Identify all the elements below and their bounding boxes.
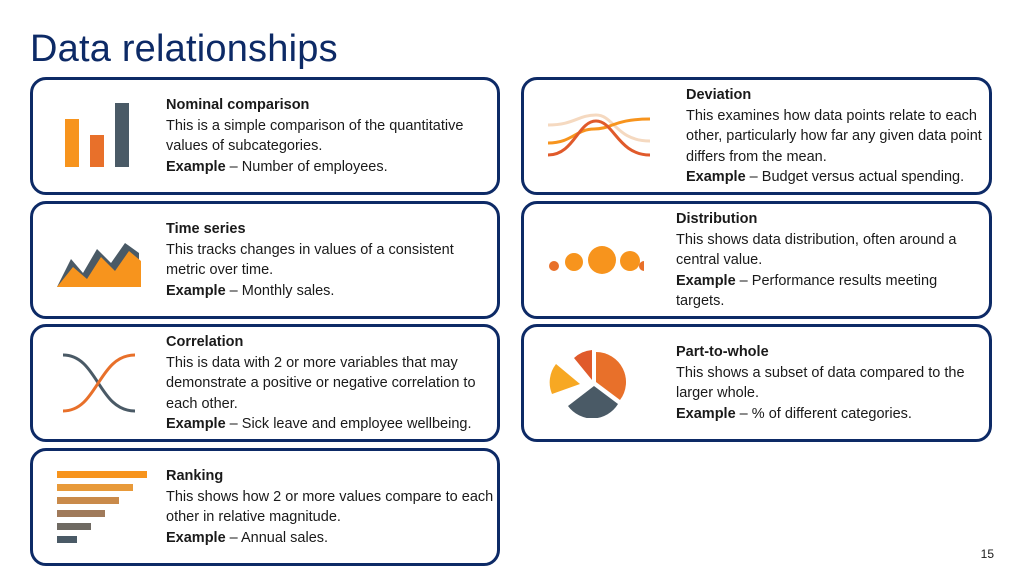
card-name: Distribution xyxy=(676,210,758,227)
card-description: This tracks changes in values of a consi… xyxy=(166,241,454,279)
card-text: Deviation This examines how data points … xyxy=(686,85,991,188)
card-description: This examines how data points relate to … xyxy=(686,107,982,165)
card-text: Time series This tracks changes in value… xyxy=(166,219,496,301)
example-label: Example xyxy=(676,272,736,289)
example-label: Example xyxy=(686,168,746,185)
card-text: Ranking This shows how 2 or more values … xyxy=(166,466,496,548)
card-description: This is a simple comparison of the quant… xyxy=(166,117,464,155)
card-name: Time series xyxy=(166,221,246,237)
example-text: – % of different categories. xyxy=(735,405,912,422)
card-part-to-whole: Part-to-whole This shows a subset of dat… xyxy=(521,324,992,442)
card-description: This is data with 2 or more variables th… xyxy=(166,354,476,412)
wave-lines-icon xyxy=(547,113,651,157)
card-example: Example – Budget versus actual spending. xyxy=(686,169,964,185)
bar-chart-icon xyxy=(65,103,129,167)
crossing-curves-icon xyxy=(62,353,136,413)
card-name: Part-to-whole xyxy=(676,344,769,360)
card-deviation: Deviation This examines how data points … xyxy=(521,77,992,195)
card-description: This shows how 2 or more values compare … xyxy=(166,488,494,526)
page-title: Data relationships xyxy=(30,28,338,70)
dot-distribution-icon xyxy=(549,246,644,274)
example-text: – Monthly sales. xyxy=(225,282,335,299)
example-text: – Annual sales. xyxy=(225,529,329,546)
exploded-pie-icon xyxy=(549,350,626,418)
card-example: Example – Performance results meeting ta… xyxy=(676,272,937,309)
card-name: Deviation xyxy=(686,86,752,103)
example-label: Example xyxy=(166,415,226,432)
card-description: This shows data distribution, often arou… xyxy=(676,231,957,268)
example-label: Example xyxy=(166,529,226,546)
card-nominal-comparison: Nominal comparison This is a simple comp… xyxy=(30,77,500,195)
card-ranking: Ranking This shows how 2 or more values … xyxy=(30,448,500,566)
ranked-bars-icon xyxy=(57,471,147,543)
card-distribution: Distribution This shows data distributio… xyxy=(521,201,992,319)
card-description: This shows a subset of data compared to … xyxy=(676,364,965,402)
example-text: – Budget versus actual spending. xyxy=(745,168,965,185)
card-example: Example – Number of employees. xyxy=(166,159,388,175)
card-name: Nominal comparison xyxy=(166,97,310,113)
page-number: 15 xyxy=(980,547,994,561)
card-text: Part-to-whole This shows a subset of dat… xyxy=(676,342,981,424)
card-name: Correlation xyxy=(166,333,244,350)
card-text: Nominal comparison This is a simple comp… xyxy=(166,95,496,177)
card-example: Example – % of different categories. xyxy=(676,406,912,422)
card-text: Correlation This is data with 2 or more … xyxy=(166,332,496,435)
card-time-series: Time series This tracks changes in value… xyxy=(30,201,500,319)
card-name: Ranking xyxy=(166,468,224,484)
card-example: Example – Sick leave and employee wellbe… xyxy=(166,416,472,432)
card-text: Distribution This shows data distributio… xyxy=(676,209,981,312)
example-label: Example xyxy=(676,405,736,422)
example-label: Example xyxy=(166,158,226,175)
card-example: Example – Monthly sales. xyxy=(166,283,334,299)
example-text: – Performance results meeting targets. xyxy=(676,272,938,309)
example-label: Example xyxy=(166,282,226,299)
area-chart-icon xyxy=(57,243,141,287)
example-text: – Number of employees. xyxy=(225,158,388,175)
card-example: Example – Annual sales. xyxy=(166,530,328,546)
example-text: – Sick leave and employee wellbeing. xyxy=(225,415,472,432)
card-correlation: Correlation This is data with 2 or more … xyxy=(30,324,500,442)
